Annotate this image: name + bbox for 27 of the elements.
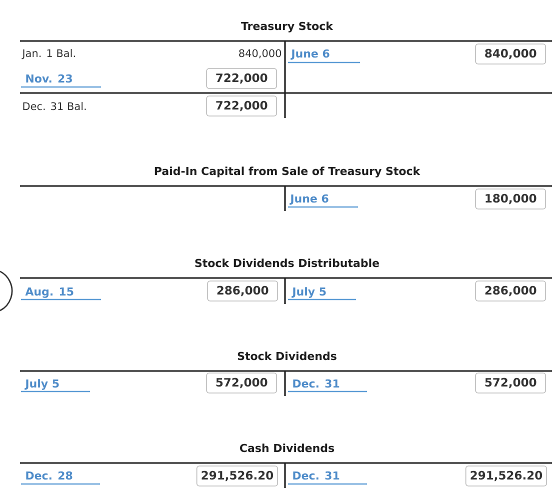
answer-box: 180,000 (475, 188, 546, 210)
account-title: Stock Dividends Distributable (195, 258, 379, 268)
answer-box: 722,000 (206, 68, 277, 89)
account-title: Paid-In Capital from Sale of Treasury Stock (154, 166, 420, 178)
account-title: Stock Dividends (238, 352, 336, 360)
answer-box: 286,000 (475, 280, 546, 302)
fill-in-line: July 5 (21, 379, 90, 392)
answer-box: 572,000 (206, 372, 277, 394)
answer-box: 286,000 (207, 280, 278, 302)
answer-box: 572,000 (475, 372, 546, 394)
account-title: Cash Dividends (240, 444, 334, 452)
fill-in-line: Dec. 28 (21, 471, 100, 485)
answer-box: 291,526.20 (465, 466, 547, 486)
fill-in-line: Nov. 23 (21, 74, 101, 88)
answer-box: 722,000 (206, 96, 277, 116)
fill-in-line: June 6 (288, 49, 360, 64)
entry-label: Dec. 31 Bal. (23, 102, 86, 110)
fill-in-line: July 5 (288, 287, 356, 300)
fill-in-line: Dec. 31 (288, 379, 367, 392)
fill-in-line: Aug. 15 (21, 287, 101, 300)
entry-label: Jan. 1 Bal. (22, 49, 75, 60)
amount-text: 840,000 (239, 49, 282, 58)
fill-in-line: June 6 (288, 194, 358, 208)
fill-in-line: Dec. 31 (288, 471, 367, 485)
answer-box: 291,526.20 (196, 466, 278, 486)
account-title: Treasury Stock (241, 22, 334, 32)
answer-box: 840,000 (475, 44, 546, 64)
